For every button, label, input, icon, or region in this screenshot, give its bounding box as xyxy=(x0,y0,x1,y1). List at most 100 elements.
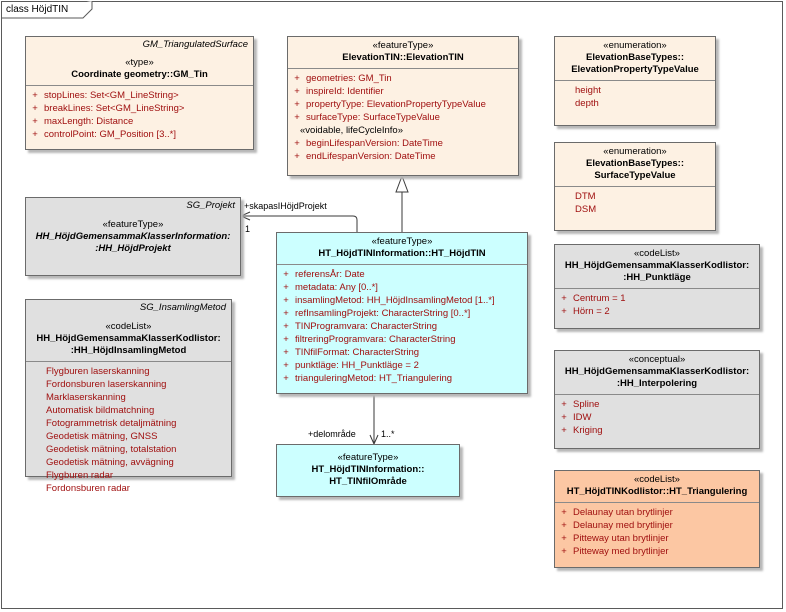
class-stereotype: «codeList» xyxy=(634,474,680,485)
code-value: Flygburen radar xyxy=(46,470,114,481)
attribute-row: +endLifespanVersion: DateTime xyxy=(294,151,436,162)
association-omrade-multiplicity: 1..* xyxy=(381,429,395,439)
attribute-row: +beginLifespanVersion: DateTime xyxy=(294,138,443,149)
attribute-row: +propertyType: ElevationPropertyTypeValu… xyxy=(294,99,486,110)
attribute-compartment: +referensÅr: Date +metadata: Any [0..*] … xyxy=(277,264,527,388)
enum-literal: height xyxy=(575,85,601,96)
class-name: HT_HöjdTINKodlistor::HT_Triangulering xyxy=(566,486,748,497)
code-value: Geodetisk mätning, GNSS xyxy=(46,431,158,442)
code-value: Marklaserskanning xyxy=(46,392,126,403)
association-projekt-arrow xyxy=(239,211,251,221)
code-value: +Kriging xyxy=(561,425,603,436)
template-label: GM_TriangulatedSurface xyxy=(142,39,248,50)
attribute-row: +metadata: Any [0..*] xyxy=(283,282,378,293)
class-stereotype: «featureType» xyxy=(371,236,433,247)
class-stereotype: «conceptual» xyxy=(628,354,686,365)
attribute-row: +refInsamlingProjekt: CharacterString [0… xyxy=(283,308,471,319)
attribute-row: +filtreringProgramvara: CharacterString xyxy=(283,334,456,345)
class-name-line2: SurfaceTypeValue xyxy=(594,170,676,181)
literal-compartment: +Centrum = 1 +Hörn = 2 xyxy=(555,288,759,321)
literal-compartment: Flygburen laserskanning Fordonsburen las… xyxy=(26,361,231,498)
class-name: HT_HöjdTINInformation::HT_HöjdTIN xyxy=(318,248,486,259)
attribute-compartment: +stopLines: Set<GM_LineString> +breakLin… xyxy=(26,85,253,144)
enum-literal: DSM xyxy=(575,204,597,215)
class-name-line2: :HH_HöjdInsamlingMetod xyxy=(70,345,187,356)
class-name-line2: :HH_Interpolering xyxy=(616,378,698,389)
class-hh-hojd-projekt[interactable]: SG_Projekt «featureType» HH_HöjdGemensam… xyxy=(25,197,241,276)
generalization-arrowhead xyxy=(395,174,409,193)
code-value: +Hörn = 2 xyxy=(561,306,610,317)
code-value: Fordonsburen radar xyxy=(46,483,130,494)
code-value: Fordonsburen laserskanning xyxy=(46,379,167,390)
code-value: +Pitteway utan brytlinjer xyxy=(561,533,669,544)
code-value: Geodetisk mätning, avvägning xyxy=(46,457,174,468)
attribute-row: +punktläge: HH_Punktläge = 2 xyxy=(283,360,419,371)
attribute-group-label: «voidable, lifeCycleInfo» xyxy=(300,125,403,136)
class-hh-punktlage[interactable]: «codeList» HH_HöjdGemensammaKlasserKodli… xyxy=(554,244,760,329)
literal-compartment: DTM DSM xyxy=(555,186,715,219)
code-value: +Spline xyxy=(561,399,600,410)
attribute-row: +insamlingMetod: HH_HöjdInsamlingMetod [… xyxy=(283,295,495,306)
code-value: +Pitteway med brytlinjer xyxy=(561,546,669,557)
class-stereotype: «codeList» xyxy=(634,248,680,259)
code-value: +Centrum = 1 xyxy=(561,293,626,304)
template-label: SG_Projekt xyxy=(186,200,235,211)
class-hh-interpolering[interactable]: «conceptual» HH_HöjdGemensammaKlasserKod… xyxy=(554,350,760,449)
code-value: Fotogrammetrisk detaljmätning xyxy=(46,418,177,429)
attribute-row: +inspireId: Identifier xyxy=(294,86,384,97)
attribute-row: +maxLength: Distance xyxy=(32,116,134,127)
literal-compartment: height depth xyxy=(555,80,715,113)
class-stereotype: «enumeration» xyxy=(603,40,667,51)
class-gm-tin[interactable]: GM_TriangulatedSurface «type» Coordinate… xyxy=(25,36,254,150)
class-name-line1: HH_HöjdGemensammaKlasserInformation: xyxy=(35,231,231,242)
class-name-line1: HT_HöjdTINInformation:: xyxy=(311,464,425,475)
class-hh-hojd-insamling-metod[interactable]: SG_InsamlingMetod «codeList» HH_HöjdGeme… xyxy=(25,299,232,494)
attribute-row: +controlPoint: GM_Position [3..*] xyxy=(32,129,177,140)
class-name-line2: ElevationPropertyTypeValue xyxy=(571,64,699,75)
attribute-row: +TINfilFormat: CharacterString xyxy=(283,347,420,358)
class-name-line2: :HH_Punktläge xyxy=(623,272,691,283)
class-elevation-property-type-value[interactable]: «enumeration» ElevationBaseTypes:: Eleva… xyxy=(554,36,716,126)
code-value: +IDW xyxy=(561,412,592,423)
class-elevation-tin[interactable]: «featureType» ElevationTIN::ElevationTIN… xyxy=(287,36,519,176)
class-ht-hojd-tin[interactable]: «featureType» HT_HöjdTINInformation::HT_… xyxy=(276,232,528,394)
literal-compartment: +Spline +IDW +Kriging xyxy=(555,394,759,440)
class-name-line1: ElevationBaseTypes:: xyxy=(585,52,685,63)
enum-literal: depth xyxy=(575,98,599,109)
class-surface-type-value[interactable]: «enumeration» ElevationBaseTypes:: Surfa… xyxy=(554,142,716,231)
class-name: ElevationTIN::ElevationTIN xyxy=(342,52,464,63)
class-stereotype: «enumeration» xyxy=(603,146,667,157)
class-stereotype: «featureType» xyxy=(102,219,164,230)
literal-compartment: +Delaunay utan brytlinjer +Delaunay med … xyxy=(555,502,759,561)
code-value: +Delaunay med brytlinjer xyxy=(561,520,673,531)
class-stereotype: «featureType» xyxy=(372,40,434,51)
class-ht-triangulering[interactable]: «codeList» HT_HöjdTINKodlistor::HT_Trian… xyxy=(554,470,760,568)
attribute-row: +surfaceType: SurfaceTypeValue xyxy=(294,112,440,123)
association-projekt-line xyxy=(241,215,358,232)
class-name-line1: HH_HöjdGemensammaKlasserKodlistor: xyxy=(564,260,750,271)
attribute-compartment: +geometries: GM_Tin +inspireId: Identifi… xyxy=(288,68,518,166)
association-projekt-role: +skapasIHöjdProjekt xyxy=(244,201,327,211)
attribute-row: +breakLines: Set<GM_LineString> xyxy=(32,103,185,114)
code-value: Geodetisk mätning, totalstation xyxy=(46,444,177,455)
class-name: Coordinate geometry::GM_Tin xyxy=(71,69,208,80)
class-stereotype: «type» xyxy=(125,57,154,68)
code-value: Automatisk bildmatchning xyxy=(46,405,155,416)
class-stereotype: «featureType» xyxy=(337,452,399,463)
attribute-row: +referensÅr: Date xyxy=(283,269,365,280)
enum-literal: DTM xyxy=(575,191,596,202)
attribute-row: +stopLines: Set<GM_LineString> xyxy=(32,90,179,101)
class-stereotype: «codeList» xyxy=(105,321,152,332)
association-omrade-role: +delområde xyxy=(308,429,356,439)
class-ht-tinfil-omrade[interactable]: «featureType» HT_HöjdTINInformation:: HT… xyxy=(276,444,460,497)
class-name-line1: HH_HöjdGemensammaKlasserKodlistor: xyxy=(564,366,750,377)
class-name-line2: HT_TINfilOmråde xyxy=(329,476,407,487)
code-value: Flygburen laserskanning xyxy=(46,366,150,377)
class-name-line2: :HH_HöjdProjekt xyxy=(95,243,171,254)
attribute-row: +geometries: GM_Tin xyxy=(294,73,392,84)
attribute-row: +trianguleringMetod: HT_Triangulering xyxy=(283,373,453,384)
class-name-line1: ElevationBaseTypes:: xyxy=(585,158,685,169)
diagram-title: class HöjdTIN xyxy=(6,4,69,15)
